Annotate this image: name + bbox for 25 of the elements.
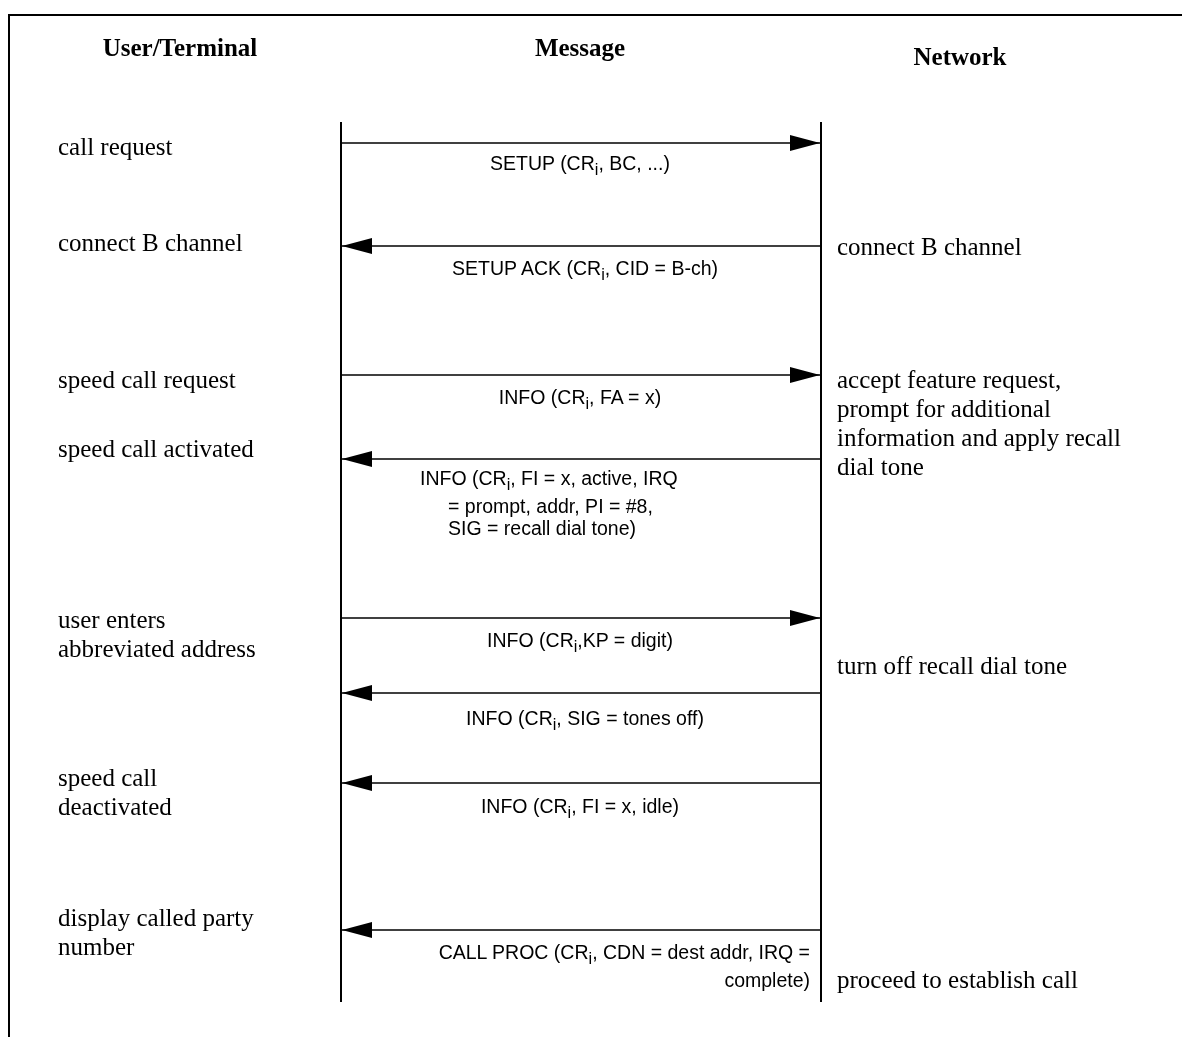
message-arrow (341, 238, 821, 254)
step-description: display called party number (58, 904, 254, 960)
message-arrow (341, 367, 821, 383)
column-heading: Network (913, 43, 1007, 70)
message-label: INFO (CR$_{i}$, FI = x, active, IRQ = prompt, addr, PI = #8, SIG = recall dial tone) (420, 467, 680, 539)
lifeline (820, 122, 822, 1002)
message-arrow (341, 451, 821, 467)
step-description: connect B channel (837, 233, 1022, 260)
message-arrow (341, 775, 821, 791)
step-description: speed call deactivated (58, 764, 172, 820)
step-description: accept feature request, prompt for additional information and apply recall dial tone (837, 366, 1121, 480)
step-description: connect B channel (58, 229, 243, 256)
lifeline (340, 122, 342, 1002)
message-arrow (341, 135, 821, 151)
step-description: proceed to establish call (837, 966, 1078, 993)
step-description: call request (58, 133, 173, 160)
message-arrow (341, 922, 821, 938)
column-heading: Message (534, 34, 626, 61)
step-description: speed call request (58, 366, 236, 393)
message-arrow (341, 610, 821, 626)
step-description: speed call activated (58, 435, 254, 462)
step-description: turn off recall dial tone (837, 652, 1067, 679)
column-heading: User/Terminal (102, 34, 258, 61)
step-description: user enters abbreviated address (58, 606, 256, 662)
message-arrow (341, 685, 821, 701)
